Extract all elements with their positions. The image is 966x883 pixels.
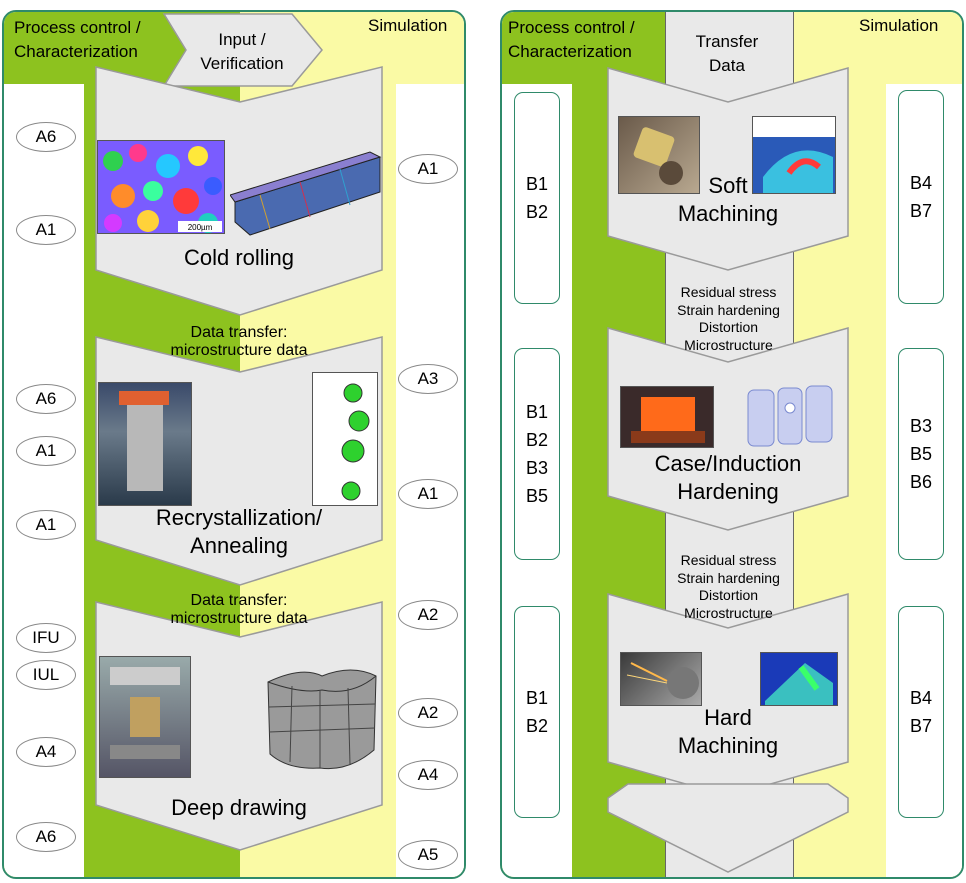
svg-text:200µm: 200µm: [188, 223, 213, 232]
sim-label-a5: A5: [398, 840, 458, 870]
input-verification-label: Input / Verification: [200, 30, 284, 73]
induction-hardening-photo: [620, 386, 714, 448]
label-a1-mid: A1: [16, 436, 76, 466]
milling-tool-photo: [618, 116, 700, 194]
grain-simulation-image: [312, 372, 378, 506]
gear-simulation-icon: [747, 385, 833, 447]
data-transfer-2-line2: microstructure data: [170, 610, 308, 627]
char-box-hard-machining: B1 B2: [514, 606, 560, 818]
char-box-1-b1: B1: [525, 174, 549, 194]
step-recrystallization-line1: Recrystallization/: [155, 505, 323, 530]
label-a1-low: A1: [16, 510, 76, 540]
sim-label-a1: A1: [398, 154, 458, 184]
sim-box-1-b4: B4: [909, 173, 933, 193]
deep-drawing-press-photo: [99, 656, 191, 778]
step-soft-machining: Soft Machining: [608, 172, 848, 228]
data-transfer-1: Data transfer: microstructure data: [96, 324, 382, 360]
hard-machining-simulation-image: [760, 652, 838, 706]
step-hardening: Case/Induction Hardening: [608, 450, 848, 506]
char-box-soft-machining: B1 B2: [514, 92, 560, 304]
step-recrystallization: Recrystallization/ Annealing: [96, 504, 382, 560]
label-a6-top: A6: [16, 122, 76, 152]
transfer-1-strain-hardening: Strain hardening: [677, 301, 780, 318]
process-control-label: Process control / Characterization: [14, 18, 141, 61]
data-transfer-2-line1: Data transfer:: [190, 592, 288, 609]
label-iul: IUL: [16, 660, 76, 690]
micrograph-image: 200µm: [97, 140, 225, 234]
sim-box-2-b3: B3: [909, 416, 933, 436]
process-chevrons: [95, 13, 383, 851]
sim-box-hard-machining: B4 B7: [898, 606, 944, 818]
grain-map-icon: 200µm: [98, 141, 224, 233]
sim-box-soft-machining: B4 B7: [898, 90, 944, 304]
transfer-2-microstructure: Microstructure: [684, 604, 773, 621]
step-hard-machining: Hard Machining: [608, 704, 848, 760]
sim-box-3-b7: B7: [909, 716, 933, 736]
data-transfer-1-line1: Data transfer:: [190, 324, 288, 341]
transfer-list-1: Residual stress Strain hardening Distort…: [665, 284, 792, 354]
annealing-furnace-photo: [98, 382, 192, 506]
transfer-1-residual-stress: Residual stress: [680, 284, 777, 300]
transfer-2-distortion: Distortion: [698, 587, 759, 603]
step-hardening-line2: Hardening: [677, 479, 779, 504]
sim-label-a2-low: A2: [398, 698, 458, 728]
sim-box-hardening: B3 B5 B6: [898, 348, 944, 560]
sim-box-2-b6: B6: [909, 472, 933, 492]
transfer-1-microstructure: Microstructure: [684, 336, 773, 353]
transfer-1-distortion: Distortion: [698, 319, 759, 335]
simulation-label-right: Simulation: [859, 16, 939, 35]
step-hard-machining-line2: Machining: [677, 733, 779, 758]
left-panel: Process control / Characterization Input…: [2, 10, 466, 879]
transfer-data-label: Transfer Data: [695, 32, 759, 75]
transfer-2-strain-hardening: Strain hardening: [677, 569, 780, 586]
transfer-list-2: Residual stress Strain hardening Distort…: [665, 552, 792, 622]
simulation-label: Simulation: [368, 16, 448, 35]
sim-box-3-b4: B4: [909, 688, 933, 708]
label-ifu: IFU: [16, 623, 76, 653]
step-hard-machining-line1: Hard: [704, 705, 752, 730]
data-transfer-1-line2: microstructure data: [170, 342, 308, 359]
char-box-2-b2: B2: [525, 430, 549, 450]
step-deep-drawing: Deep drawing: [171, 795, 307, 820]
right-panel: Process control / Characterization Trans…: [500, 10, 964, 879]
process-control-label-right: Process control / Characterization: [508, 18, 635, 61]
step-cold-rolling: Cold rolling: [183, 245, 295, 270]
sim-label-a3: A3: [398, 364, 458, 394]
label-a6-bottom: A6: [16, 822, 76, 852]
sim-label-a4: A4: [398, 760, 458, 790]
step-hardening-line1: Case/Induction: [654, 451, 802, 476]
final-arrow: [607, 783, 849, 873]
chevron-hardening: [607, 327, 849, 531]
char-box-2-b3: B3: [525, 458, 549, 478]
char-box-2-b1: B1: [525, 402, 549, 422]
label-a4: A4: [16, 737, 76, 767]
grinding-sparks-photo: [620, 652, 702, 706]
char-box-hardening: B1 B2 B3 B5: [514, 348, 560, 560]
machining-simulation-image: [752, 116, 836, 194]
step-soft-machining-line2: Machining: [677, 201, 779, 226]
rolled-sheet-icon: [230, 151, 382, 236]
drawn-cup-mesh-icon: [267, 669, 377, 770]
input-pentagon: [162, 13, 323, 87]
sim-label-a1-low: A1: [398, 479, 458, 509]
label-a6-mid: A6: [16, 384, 76, 414]
sim-box-1-b7: B7: [909, 201, 933, 221]
char-box-2-b5: B5: [525, 486, 549, 506]
char-box-3-b2: B2: [525, 716, 549, 736]
char-box-1-b2: B2: [525, 202, 549, 222]
step-soft-machining-line1: Soft: [708, 173, 748, 198]
step-recrystallization-line2: Annealing: [190, 533, 288, 558]
chevron-hard-machining: [607, 593, 849, 797]
chevron-cold-rolling: [95, 66, 383, 316]
char-box-3-b1: B1: [525, 688, 549, 708]
label-a1: A1: [16, 215, 76, 245]
transfer-2-residual-stress: Residual stress: [680, 552, 777, 568]
data-transfer-2: Data transfer: microstructure data: [96, 592, 382, 628]
sim-box-2-b5: B5: [909, 444, 933, 464]
sim-label-a2: A2: [398, 600, 458, 630]
